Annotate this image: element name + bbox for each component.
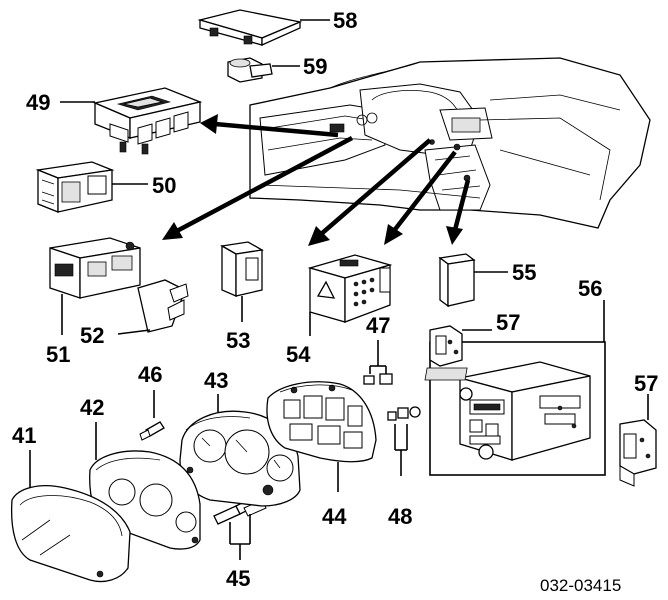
part-56-audio-unit — [424, 361, 591, 461]
part-51-label: 51 — [46, 342, 70, 367]
part-53-label: 53 — [226, 328, 250, 353]
part-46-label: 46 — [138, 362, 162, 387]
part-52-bracket — [117, 279, 189, 335]
part-42-label: 42 — [80, 395, 104, 420]
dashboard-illustration — [249, 57, 651, 229]
part-52-label: 52 — [80, 323, 104, 348]
part-53-switch — [220, 241, 264, 322]
part-46-bulb — [139, 390, 165, 441]
part-41-meter-lens — [10, 485, 131, 583]
drawing-code: 032-03415 — [540, 576, 621, 595]
part-57-bracket-right — [619, 419, 657, 487]
part-55-label: 55 — [512, 260, 536, 285]
part-45-label: 45 — [226, 566, 250, 591]
part-41-label: 41 — [12, 423, 36, 448]
part-54-label: 54 — [286, 342, 311, 367]
part-43-label: 43 — [204, 368, 228, 393]
part-59-knob — [227, 57, 300, 83]
part-49-label: 49 — [26, 90, 50, 115]
part-51-switch-panel — [49, 237, 141, 335]
part-55-switch — [438, 253, 508, 308]
part-48-label: 48 — [388, 504, 412, 529]
part-54-hazard-switch — [307, 254, 393, 336]
part-44-cluster-housing — [266, 381, 377, 492]
part-50-switch — [35, 161, 148, 213]
part-45-bulbs — [213, 497, 267, 560]
part-47-label: 47 — [366, 313, 390, 338]
part-49-switch-panel — [60, 87, 203, 155]
part-43-gauge-cluster — [179, 410, 301, 507]
part-56-label: 56 — [578, 276, 602, 301]
part-57-label-upper: 57 — [496, 310, 520, 335]
part-58-cover — [197, 9, 330, 47]
pointer-arrows — [162, 114, 471, 246]
part-48-bulbs — [387, 406, 421, 476]
part-58-label: 58 — [333, 8, 357, 33]
part-47-bulbs — [363, 340, 393, 385]
part-57-bracket-left — [429, 325, 492, 367]
part-59-label: 59 — [303, 54, 327, 79]
part-50-label: 50 — [152, 173, 176, 198]
part-57-label-lower: 57 — [634, 371, 658, 396]
part-56-frame — [429, 341, 606, 476]
part-44-label: 44 — [322, 504, 347, 529]
